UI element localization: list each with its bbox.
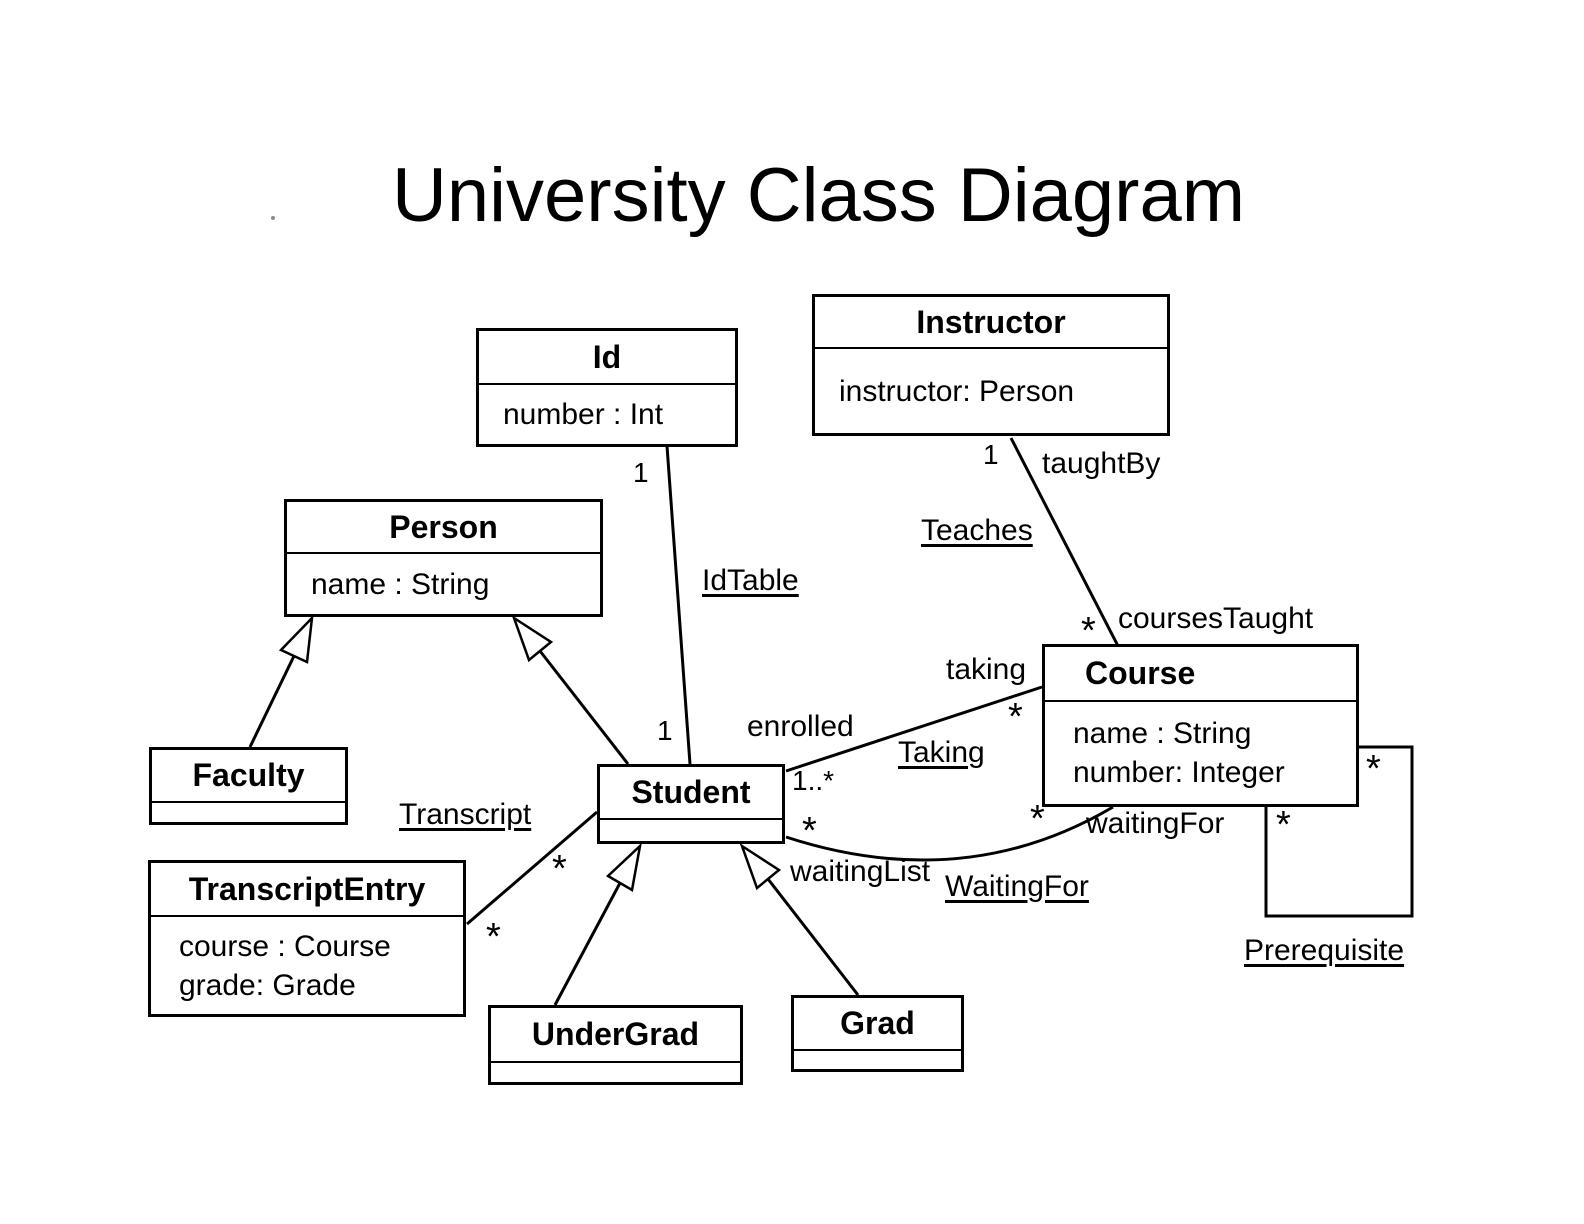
multiplicity-waitingfor-course-end: *	[1030, 798, 1045, 840]
role-label-waitingfor: waitingFor	[1086, 807, 1225, 840]
waitingfor-association-curve	[785, 805, 1114, 862]
multiplicity-transcript-entry-end: *	[486, 916, 501, 958]
multiplicity-transcript-student-end: *	[552, 848, 567, 890]
class-attrs-id: number : Int	[479, 385, 735, 444]
grad-student-generalization-arrowhead	[739, 842, 782, 891]
class-box-grad: Grad	[791, 995, 964, 1072]
role-label-taughtby: taughtBy	[1042, 447, 1161, 480]
class-name-undergrad: UnderGrad	[491, 1008, 740, 1063]
class-name-grad: Grad	[794, 998, 961, 1051]
idtable-association-line	[665, 445, 692, 765]
class-attrs-grad	[794, 1051, 961, 1069]
multiplicity-idtable-student-end: 1	[657, 715, 673, 746]
multiplicity-prerequisite-upper-end: *	[1366, 748, 1381, 790]
class-name-course: Course	[1045, 647, 1356, 702]
class-attrs-person: name : String	[287, 554, 600, 614]
student-person-generalization-arrowhead	[511, 614, 554, 663]
class-box-id: Id number : Int	[476, 328, 738, 447]
class-attrs-faculty	[152, 803, 345, 822]
class-attribute: name : String	[311, 567, 490, 601]
class-attrs-instructor: instructor: Person	[815, 349, 1167, 433]
class-attribute: name : String	[1073, 717, 1252, 750]
class-attribute: instructor: Person	[839, 374, 1075, 408]
association-label-teaches: Teaches	[921, 514, 1033, 547]
teaches-association-line	[1009, 437, 1120, 647]
grad-student-generalization-line	[766, 878, 860, 996]
class-attribute: grade: Grade	[179, 968, 356, 1002]
class-name-person: Person	[287, 502, 600, 554]
class-box-course: Course name : String number: Integer	[1042, 644, 1359, 807]
association-label-transcript: Transcript	[399, 798, 532, 831]
association-label-waitingfor: WaitingFor	[945, 870, 1089, 903]
association-label-idtable: IdTable	[702, 564, 799, 597]
class-attrs-undergrad	[491, 1063, 740, 1082]
multiplicity-idtable-id-end: 1	[633, 457, 649, 488]
class-attribute: number: Integer	[1073, 756, 1285, 789]
undergrad-student-generalization-arrowhead	[605, 842, 642, 892]
multiplicity-teaches-course-end: *	[1081, 610, 1096, 652]
role-label-waitinglist: waitingList	[790, 855, 931, 888]
multiplicity-taking-student-end: 1..*	[792, 765, 835, 796]
undergrad-student-generalization-line	[553, 882, 622, 1006]
role-label-enrolled: enrolled	[747, 710, 854, 743]
multiplicity-waitingfor-student-end: *	[802, 810, 817, 852]
multiplicity-taking-course-end: *	[1008, 696, 1023, 738]
taking-association-line	[785, 685, 1043, 773]
association-label-taking: Taking	[898, 736, 985, 769]
multiplicity-teaches-instructor-end: 1	[983, 439, 999, 470]
class-box-person: Person name : String	[284, 499, 603, 617]
class-attrs-student	[600, 820, 782, 841]
class-name-transcriptentry: TranscriptEntry	[151, 863, 463, 917]
faculty-person-generalization-arrowhead	[278, 614, 314, 664]
multiplicity-prerequisite-lower-end: *	[1276, 804, 1291, 846]
stray-mark	[271, 216, 275, 220]
prerequisite-self-association-line	[1264, 745, 1414, 918]
class-name-faculty: Faculty	[152, 750, 345, 803]
class-attrs-course: name : String number: Integer	[1045, 702, 1356, 804]
role-label-coursestaught: coursesTaught	[1118, 602, 1314, 635]
class-box-undergrad: UnderGrad	[488, 1005, 743, 1085]
class-attribute: number : Int	[503, 398, 664, 431]
class-attribute: course : Course	[179, 929, 391, 963]
class-name-instructor: Instructor	[815, 297, 1167, 349]
class-attrs-transcriptentry: course : Course grade: Grade	[151, 917, 463, 1014]
class-box-faculty: Faculty	[149, 747, 348, 825]
faculty-person-generalization-line	[248, 655, 296, 748]
page-title: University Class Diagram	[392, 153, 1246, 238]
class-box-instructor: Instructor instructor: Person	[812, 294, 1170, 436]
transcript-association-line	[466, 810, 598, 926]
role-label-taking: taking	[946, 653, 1027, 686]
association-label-prerequisite: Prerequisite	[1244, 934, 1405, 967]
class-name-student: Student	[600, 767, 782, 820]
class-name-id: Id	[479, 331, 735, 385]
class-box-student: Student	[597, 764, 785, 844]
class-box-transcriptentry: TranscriptEntry course : Course grade: G…	[148, 860, 466, 1017]
student-person-generalization-line	[538, 650, 630, 765]
